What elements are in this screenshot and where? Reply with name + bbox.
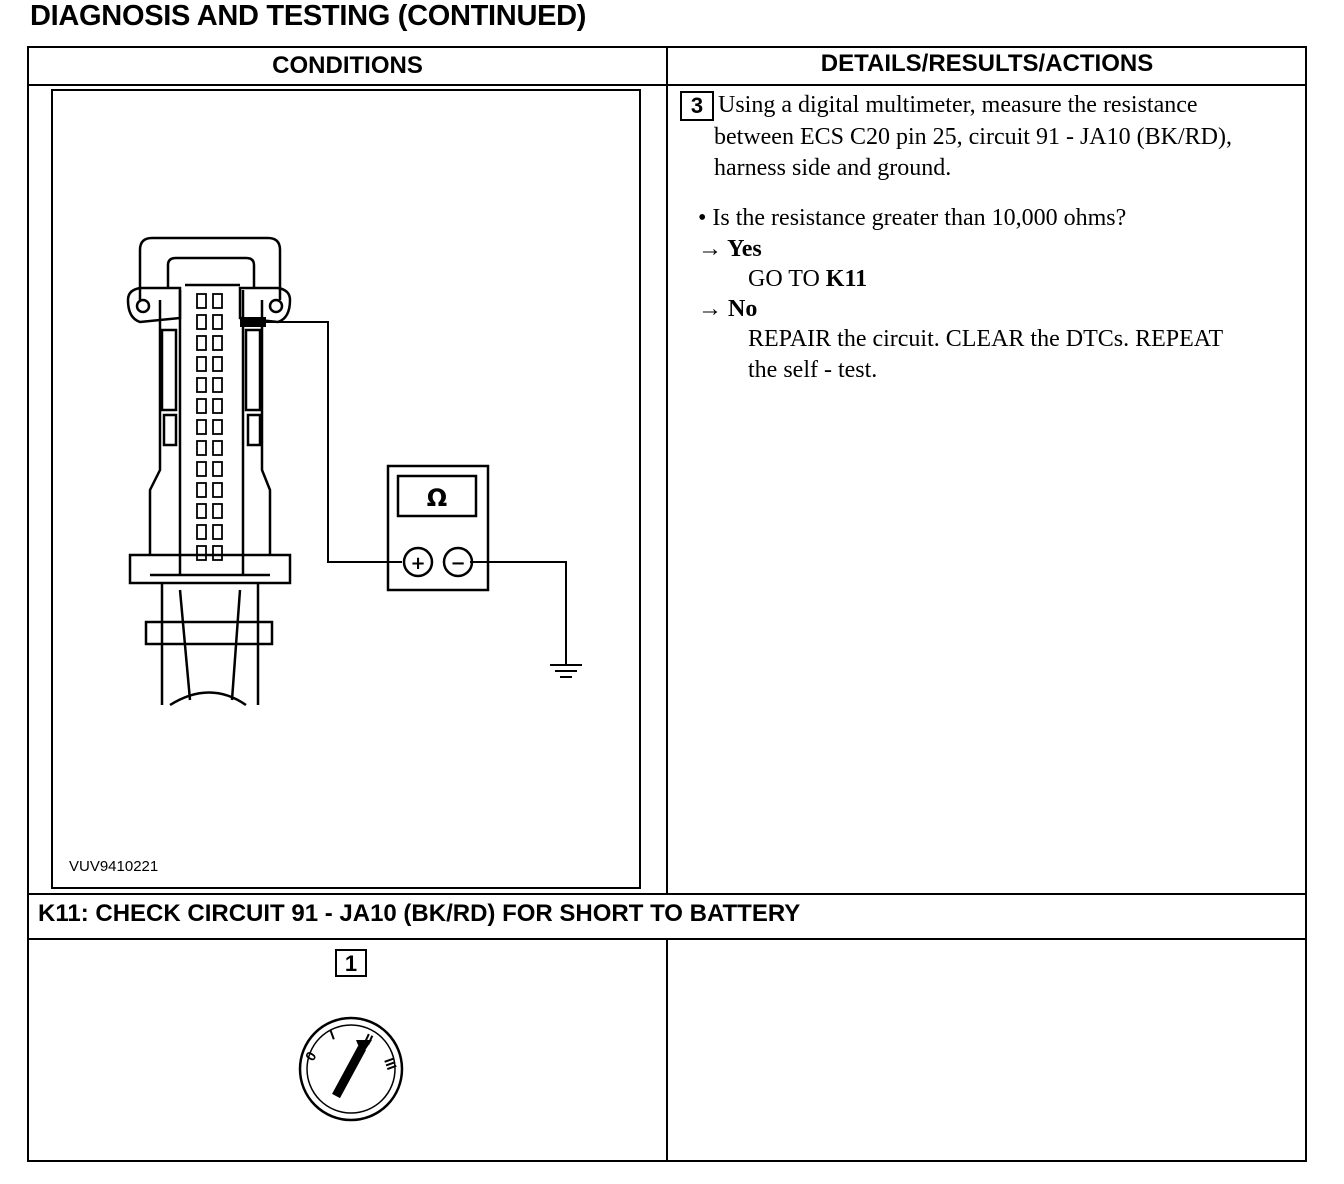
ecm-connector-drawing (126, 236, 292, 707)
yes-action-prefix: GO TO (748, 266, 826, 292)
column-divider-top (666, 46, 668, 894)
plus-symbol: + (410, 553, 425, 574)
yes-label: → Yes (698, 236, 762, 262)
ignition-pos-2: II (362, 1030, 376, 1048)
k11-divider-top (27, 893, 1307, 895)
instruction-line-3: harness side and ground. (714, 155, 952, 181)
instruction-line-1: Using a digital multimeter, measure the … (718, 92, 1198, 118)
column-divider-bottom (666, 938, 668, 1162)
k11-step-number: 1 (345, 951, 357, 976)
conditions-header: CONDITIONS (272, 52, 423, 79)
yes-action: GO TO K11 (748, 264, 867, 295)
k11-step-box (335, 949, 367, 977)
ignition-pos-3: III (381, 1056, 400, 1072)
ignition-switch-icon: 0 I II III (298, 1016, 404, 1122)
ohm-symbol: Ω (427, 484, 447, 512)
no-action-line-2: the self - test. (748, 357, 878, 383)
step3-question: • Is the resistance greater than 10,000 … (698, 205, 1127, 231)
instruction-line-2: between ECS C20 pin 25, circuit 91 - JA1… (714, 124, 1232, 150)
minus-symbol: − (450, 553, 465, 574)
figure-id: VUV9410221 (69, 858, 159, 875)
negative-lead (470, 561, 567, 664)
step-number-box: 3 (680, 91, 714, 122)
ignition-pos-1: I (328, 1026, 337, 1042)
multimeter (386, 464, 490, 592)
k11-heading: K11: CHECK CIRCUIT 91 - JA10 (BK/RD) FOR… (38, 900, 801, 927)
ground-symbol (550, 664, 582, 678)
yes-action-target[interactable]: K11 (825, 266, 868, 292)
meter-probe (240, 317, 266, 327)
connector-pins (196, 293, 223, 561)
positive-lead (266, 321, 402, 563)
no-label: → No (698, 296, 758, 322)
page-title: DIAGNOSIS AND TESTING (CONTINUED) (30, 0, 587, 32)
details-header: DETAILS/RESULTS/ACTIONS (820, 50, 1154, 77)
no-action-line-1: REPAIR the circuit. CLEAR the DTCs. REPE… (748, 326, 1224, 352)
